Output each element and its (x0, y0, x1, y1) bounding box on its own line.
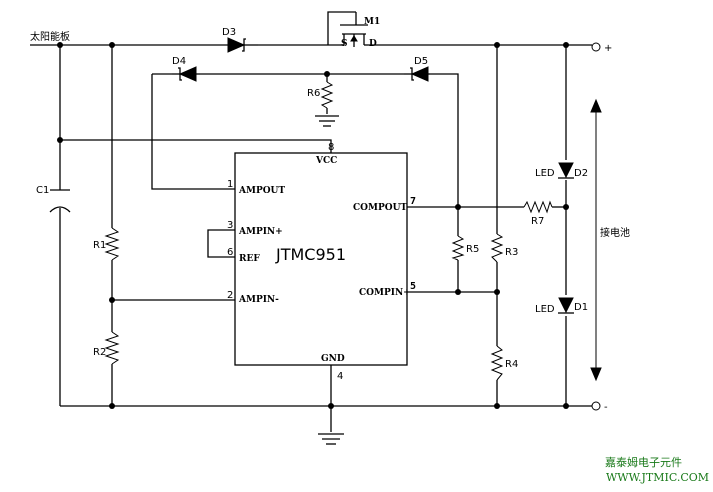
resistor-r3: R3 (490, 233, 518, 263)
terminal-plus-label: + (604, 43, 612, 54)
wires (30, 11, 592, 432)
ground-symbol (318, 433, 344, 445)
chip-gnd-label: GND (321, 354, 345, 364)
m1-drain-label: D (369, 39, 377, 49)
pin-7-number: 7 (410, 196, 416, 207)
chip-compin-plus-label: COMPIN+ (359, 288, 411, 298)
c1-label: C1 (36, 185, 49, 196)
r6-label: R6 (307, 88, 320, 99)
diode-d5: D5 (404, 56, 430, 82)
led1-label: LED (535, 304, 555, 315)
resistor-r6: R6 (307, 81, 339, 127)
d4-label: D4 (172, 56, 186, 67)
resistor-r1: R1 (93, 227, 120, 261)
terminal-minus-label: - (604, 402, 608, 413)
diode-d4: D4 (172, 56, 200, 82)
terminal-plus (591, 42, 601, 52)
diode-d3: D3 (222, 27, 258, 53)
r7-label: R7 (531, 216, 544, 227)
resistor-r7: R7 (523, 200, 553, 227)
d5-label: D5 (414, 56, 428, 67)
resistor-r5: R5 (451, 235, 479, 261)
pin-6-number: 6 (227, 247, 233, 258)
watermark-company: 嘉泰姆电子元件 (605, 455, 682, 469)
led-d1: LED D1 (535, 297, 588, 315)
capacitor-c1: C1 (36, 185, 71, 213)
d2-label: D2 (574, 168, 588, 179)
junctions (57, 42, 569, 409)
m1-label: M1 (364, 17, 380, 27)
r5-label: R5 (466, 244, 479, 255)
chip-jtmc951: JTMC951 VCC GND AMPOUT AMPIN+ REF AMPIN-… (227, 142, 416, 382)
mosfet-m1: M1 S D (340, 12, 380, 49)
pin-4-number: 4 (337, 371, 343, 382)
r3-label: R3 (505, 247, 518, 258)
watermark-url: WWW.JTMIC.COM (606, 471, 709, 484)
d3-label: D3 (222, 27, 236, 38)
battery-label: 接电池 (600, 226, 630, 239)
r2-label: R2 (93, 347, 106, 358)
pin-1-number: 1 (227, 179, 233, 190)
pin-8-number: 8 (328, 142, 334, 153)
pin-2-number: 2 (227, 290, 233, 301)
terminal-minus (591, 401, 601, 411)
chip-ampin-minus-label: AMPIN- (238, 295, 279, 305)
chip-ampout-label: AMPOUT (238, 186, 285, 196)
led2-label: LED (535, 168, 555, 179)
battery-arrow (590, 98, 602, 382)
r1-label: R1 (93, 240, 106, 251)
pin-3-number: 3 (227, 220, 233, 231)
m1-source-label: S (341, 39, 348, 49)
chip-vcc-label: VCC (315, 156, 337, 166)
r4-label: R4 (505, 359, 518, 370)
d1-label: D1 (574, 302, 588, 313)
resistor-r2: R2 (93, 331, 120, 365)
chip-ampin-plus-label: AMPIN+ (238, 227, 283, 237)
resistor-r4: R4 (490, 345, 518, 381)
chip-ref-label: REF (239, 254, 260, 264)
chip-name: JTMC951 (275, 245, 346, 264)
solar-panel-label: 太阳能板 (30, 30, 70, 43)
pin-5-number: 5 (410, 281, 416, 292)
chip-compout-label: COMPOUT (353, 203, 407, 213)
led-d2: LED D2 (535, 162, 588, 179)
output-terminals: + - (591, 42, 612, 413)
